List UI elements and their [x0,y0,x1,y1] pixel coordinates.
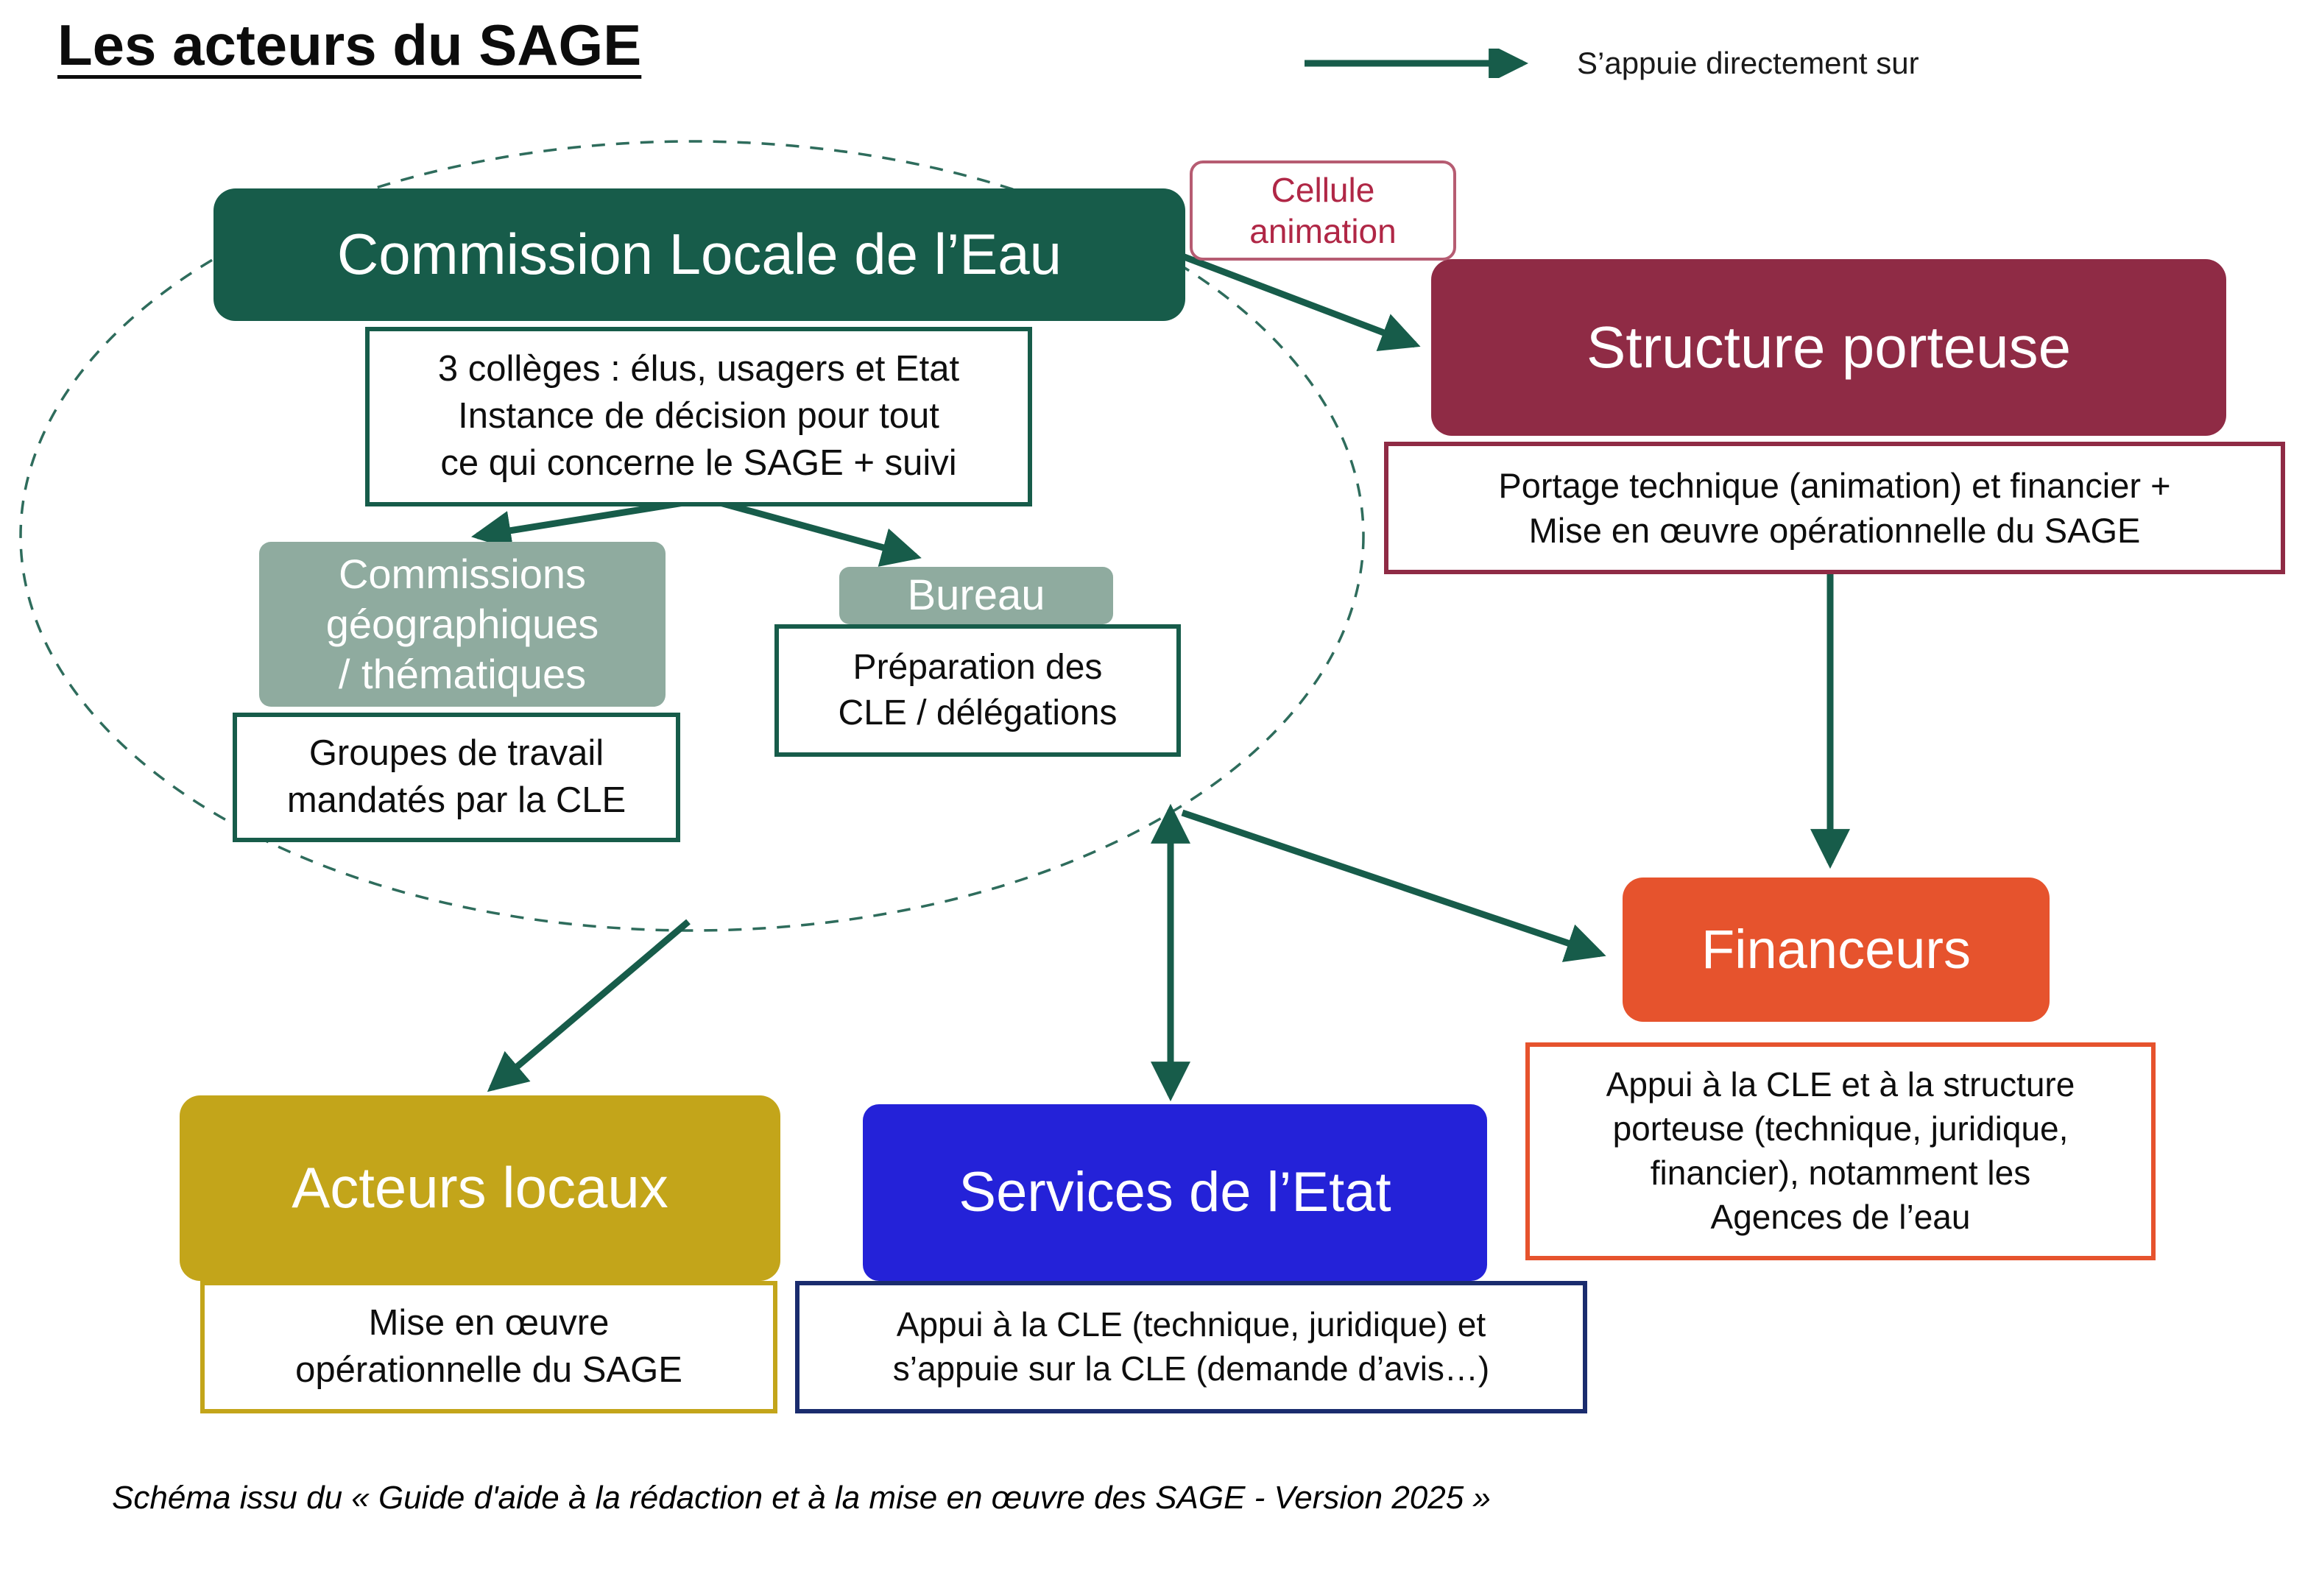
node-structure-porteuse-description: Portage technique (animation) et financi… [1384,442,2285,574]
node-financeurs: Financeurs [1623,878,2050,1022]
node-structure-porteuse: Structure porteuse [1431,259,2226,436]
source-caption: Schéma issu du « Guide d'aide à la rédac… [112,1480,1491,1516]
node-commissions-description: Groupes de travail mandatés par la CLE [233,713,680,842]
arrow-cle-to-bureau [705,495,922,567]
legend-arrow-icon [1305,49,1529,78]
node-bureau: Bureau [839,567,1113,624]
node-cellule-animation: Cellule animation [1190,160,1456,261]
page-title: Les acteurs du SAGE [57,13,642,77]
node-acteurs-locaux-description: Mise en œuvre opérationnelle du SAGE [200,1281,777,1413]
node-services-etat-description: Appui à la CLE (technique, juridique) et… [795,1281,1587,1413]
node-financeurs-description: Appui à la CLE et à la structure porteus… [1525,1042,2156,1260]
node-acteurs-locaux: Acteurs locaux [180,1095,780,1281]
node-cle: Commission Locale de l’Eau [213,188,1185,321]
arrow-cle-to-structure [1181,253,1421,351]
legend: S’appuie directement sur [1302,46,1919,81]
arrow-cle-to-financeurs [1181,809,1606,962]
node-cle-description: 3 collèges : élus, usagers et Etat Insta… [365,327,1032,506]
legend-label: S’appuie directement sur [1577,46,1919,80]
arrow-cle-to-acteurs-locaux [487,919,691,1092]
node-commissions-geographiques: Commissions géographiques / thématiques [259,542,666,707]
cle-boundary-ellipse [19,140,1365,932]
node-bureau-description: Préparation des CLE / délégations [774,624,1181,757]
node-services-etat: Services de l’Etat [863,1104,1487,1281]
